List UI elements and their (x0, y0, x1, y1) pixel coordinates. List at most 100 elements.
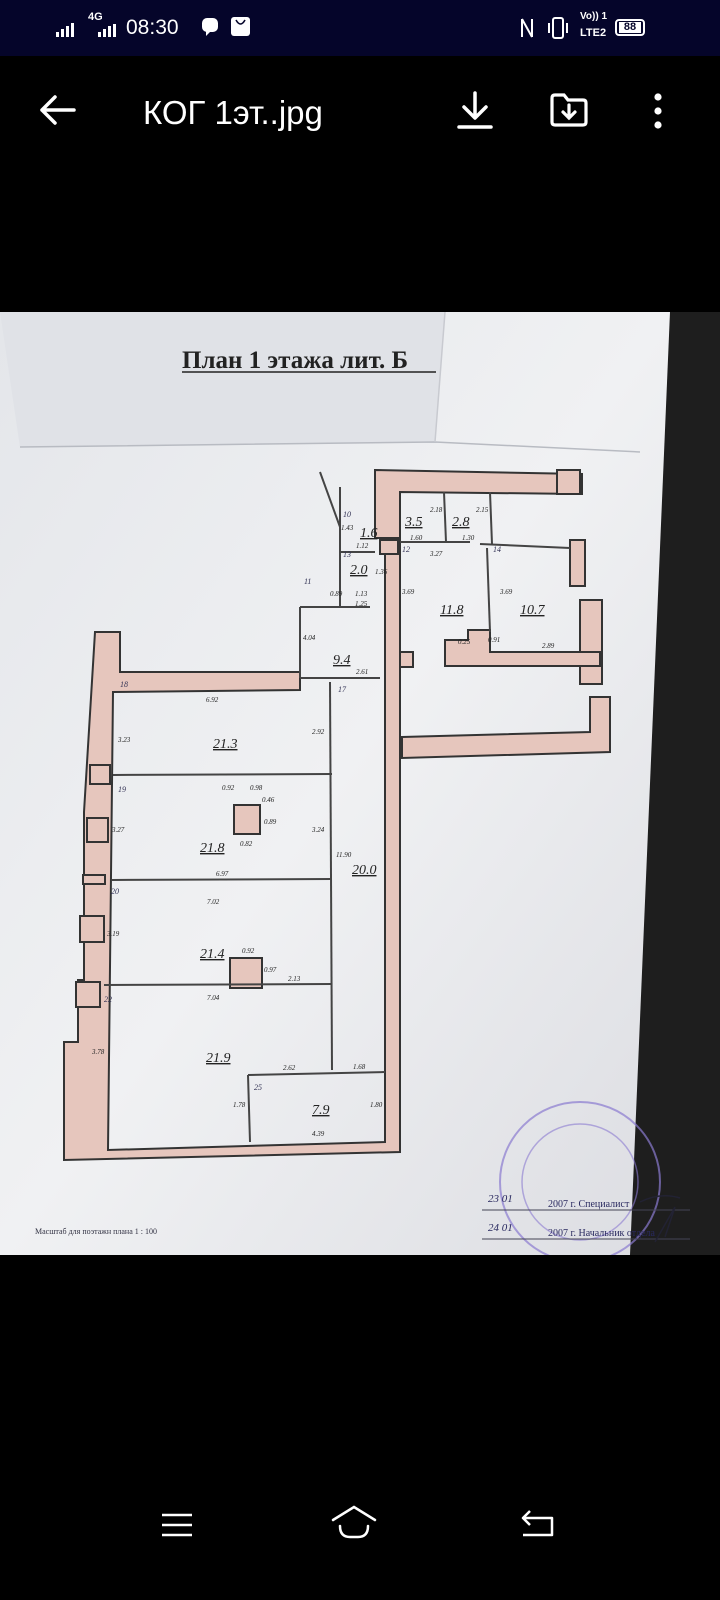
shopping-bag-icon (231, 17, 250, 36)
dimension: 0.97 (264, 966, 277, 974)
room-area: 21.3 (213, 737, 238, 752)
nfc-icon (521, 18, 533, 38)
back-arrow-icon[interactable] (38, 94, 76, 126)
room-area: 21.9 (206, 1051, 231, 1066)
walls (63, 468, 611, 1162)
floor-plan-image: План 1 этажа лит. Б 1.6 3.5 2.8 2.0 1 (0, 311, 720, 1263)
dimension: 1.36 (375, 568, 388, 576)
dimension: 1.43 (341, 524, 354, 532)
network-type: 4G (88, 11, 103, 23)
dimension: 3.69 (499, 588, 513, 596)
dimension: 3.23 (117, 736, 131, 744)
dimension: 7.02 (207, 898, 220, 906)
room-number: 14 (493, 545, 501, 554)
room-number: 19 (118, 785, 126, 794)
dimension: 2.15 (476, 506, 489, 514)
save-to-folder-icon[interactable] (549, 92, 589, 128)
room-numbers: 10 11 12 13 14 17 18 19 20 22 25 (104, 510, 501, 1092)
room-area: 1.6 (360, 526, 378, 541)
volte-label: Vo)) 1 (580, 11, 608, 22)
lte-label: LTE2 (580, 27, 607, 39)
room-number: 13 (343, 550, 351, 559)
room-number: 10 (343, 510, 351, 519)
dimension: 6.97 (216, 870, 229, 878)
dimension: 7.04 (207, 994, 220, 1002)
dimensions: 1.60 1.30 3.27 1.12 1.13 1.25 0.89 3.69 … (91, 506, 555, 1138)
battery-level: 88 (619, 22, 641, 33)
plan-title: План 1 этажа лит. Б (182, 347, 408, 374)
room-area: 3.5 (404, 515, 423, 530)
dimension: 2.92 (312, 728, 325, 736)
home-icon[interactable] (330, 1504, 378, 1540)
room-area: 10.7 (520, 603, 546, 618)
dimension: 0.92 (222, 784, 235, 792)
room-area: 2.8 (452, 515, 470, 530)
dimension: 0.92 (242, 947, 255, 955)
dimension: 0.82 (240, 840, 253, 848)
dimension: 1.12 (356, 542, 369, 550)
app-bar: КОГ 1эт..jpg (0, 56, 720, 166)
image-viewer[interactable]: План 1 этажа лит. Б 1.6 3.5 2.8 2.0 1 (0, 311, 720, 1263)
dimension: 3.19 (106, 930, 120, 938)
dimension: 11.90 (336, 851, 352, 859)
battery-icon: 88 (615, 19, 645, 36)
room-area: 9.4 (333, 653, 351, 668)
menu-icon[interactable] (160, 1512, 194, 1538)
dimension: 0.91 (488, 636, 500, 644)
signature-2-date: 24 01 (488, 1222, 513, 1234)
viber-icon (202, 18, 218, 36)
room-area: 2.0 (350, 563, 368, 578)
room-area: 11.8 (440, 603, 463, 618)
dimension: 0.46 (262, 796, 275, 804)
dimension: 1.13 (355, 590, 368, 598)
room-area: 7.9 (312, 1103, 330, 1118)
room-number: 20 (111, 887, 119, 896)
signature-2-text: 2007 г. Начальник отдела (548, 1228, 656, 1239)
vibrate-icon (548, 17, 568, 39)
dimension: 1.78 (233, 1101, 246, 1109)
dimension: 1.80 (370, 1101, 383, 1109)
file-title: КОГ 1эт..jpg (143, 94, 323, 131)
dimension: 4.04 (303, 634, 316, 642)
signature (639, 1195, 681, 1243)
dimension: 3.78 (91, 1048, 105, 1056)
dimension: 1.68 (353, 1063, 366, 1071)
room-areas: 1.6 3.5 2.8 2.0 11.8 10.7 9.4 21.3 21.8 … (200, 515, 546, 1118)
dimension: 1.30 (462, 534, 475, 542)
room-number: 17 (338, 685, 347, 694)
dimension: 3.24 (311, 826, 325, 834)
signature-1-text: 2007 г. Специалист (548, 1199, 630, 1210)
signature-1-date: 23 01 (488, 1193, 513, 1205)
dimension: 2.61 (356, 668, 368, 676)
dimension: 4.39 (312, 1130, 325, 1138)
room-number: 25 (254, 1083, 262, 1092)
room-area: 21.8 (200, 841, 225, 856)
partitions (103, 471, 571, 1143)
dimension: 6.92 (206, 696, 219, 704)
dimension: 0.89 (264, 818, 277, 826)
dimension: 2.18 (430, 506, 443, 514)
room-area: 21.4 (200, 947, 225, 962)
navigation-bar (0, 1490, 720, 1560)
more-vert-icon[interactable] (652, 92, 664, 130)
dimension: 3.27 (429, 550, 443, 558)
back-icon[interactable] (520, 1508, 556, 1538)
scale-note: Масштаб для поэтажн плана 1 : 100 (35, 1227, 157, 1236)
dimension: 0.25 (458, 638, 471, 646)
room-number: 12 (402, 545, 410, 554)
room-area: 20.0 (352, 863, 377, 878)
clock: 08:30 (126, 16, 179, 39)
dimension: 3.27 (111, 826, 125, 834)
dimension: 0.98 (250, 784, 263, 792)
dimension: 2.13 (288, 975, 301, 983)
download-icon[interactable] (456, 90, 494, 130)
dimension: 1.25 (355, 600, 368, 608)
status-bar: 4G 08:30 Vo)) 1 LTE2 88 (0, 0, 720, 56)
dimension: 2.89 (542, 642, 555, 650)
dimension: 2.62 (283, 1064, 296, 1072)
room-number: 22 (104, 995, 112, 1004)
paper (0, 312, 670, 1255)
dimension: 3.69 (401, 588, 415, 596)
room-number: 18 (120, 680, 128, 689)
dimension: 0.89 (330, 590, 343, 598)
